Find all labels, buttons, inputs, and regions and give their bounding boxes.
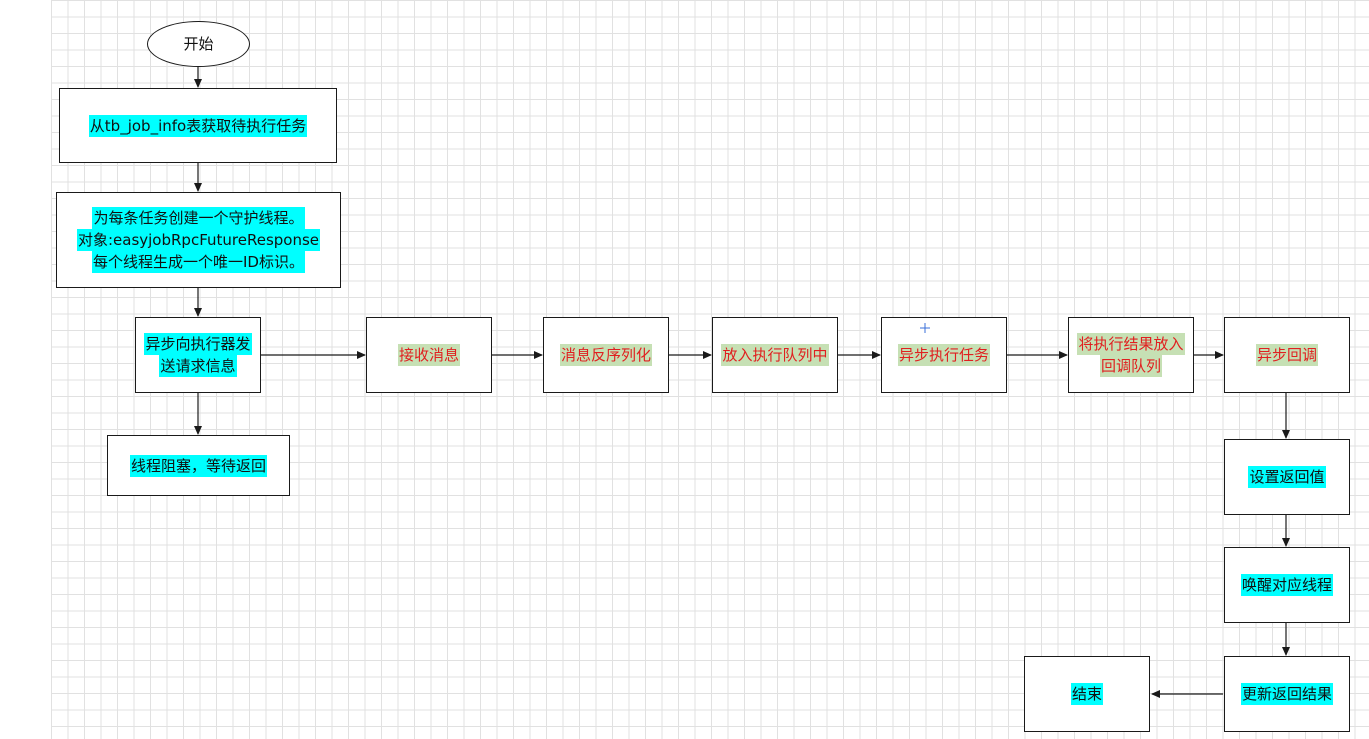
send-request-line-1: 异步向执行器发 [144,333,252,355]
start-node[interactable]: 开始 [147,21,250,67]
create-thread-text: 为每条任务创建一个守护线程。 对象:easyjobRpcFutureRespon… [76,207,321,273]
deserialize-node[interactable]: 消息反序列化 [543,317,669,393]
create-thread-line-3: 每个线程生成一个唯一ID标识。 [92,251,305,273]
set-return-node[interactable]: 设置返回值 [1224,439,1350,515]
end-label: 结束 [1070,683,1103,705]
fetch-tasks-node[interactable]: 从tb_job_info表获取待执行任务 [59,88,337,163]
send-request-text: 异步向执行器发 送请求信息 [144,333,252,377]
wake-thread-node[interactable]: 唤醒对应线程 [1224,547,1350,623]
thread-block-node[interactable]: 线程阻塞，等待返回 [107,435,290,496]
callback-queue-line-2: 回调队列 [1099,355,1162,377]
update-result-node[interactable]: 更新返回结果 [1224,656,1350,732]
enqueue-label: 放入执行队列中 [721,344,829,366]
fetch-tasks-label: 从tb_job_info表获取待执行任务 [88,114,308,137]
wake-thread-label: 唤醒对应线程 [1240,574,1333,596]
send-request-line-2: 送请求信息 [159,355,237,377]
update-result-label: 更新返回结果 [1240,683,1333,705]
execute-task-node[interactable]: 异步执行任务 [881,317,1007,393]
create-thread-node[interactable]: 为每条任务创建一个守护线程。 对象:easyjobRpcFutureRespon… [56,192,341,288]
create-thread-line-1: 为每条任务创建一个守护线程。 [92,207,305,229]
deserialize-label: 消息反序列化 [559,344,652,366]
callback-queue-node[interactable]: 将执行结果放入 回调队列 [1068,317,1194,393]
create-thread-line-2: 对象:easyjobRpcFutureResponse [76,229,321,251]
crosshair-cursor-icon [920,323,930,333]
async-callback-node[interactable]: 异步回调 [1224,317,1350,393]
callback-queue-line-1: 将执行结果放入 [1077,333,1185,355]
send-request-node[interactable]: 异步向执行器发 送请求信息 [135,317,261,393]
thread-block-label: 线程阻塞，等待返回 [129,454,267,477]
callback-queue-text: 将执行结果放入 回调队列 [1077,333,1185,377]
set-return-label: 设置返回值 [1248,466,1326,488]
receive-message-node[interactable]: 接收消息 [366,317,492,393]
receive-message-label: 接收消息 [397,344,460,366]
enqueue-node[interactable]: 放入执行队列中 [712,317,838,393]
end-node[interactable]: 结束 [1024,656,1150,732]
async-callback-label: 异步回调 [1255,344,1318,366]
start-label: 开始 [183,35,214,53]
execute-task-label: 异步执行任务 [897,344,990,366]
